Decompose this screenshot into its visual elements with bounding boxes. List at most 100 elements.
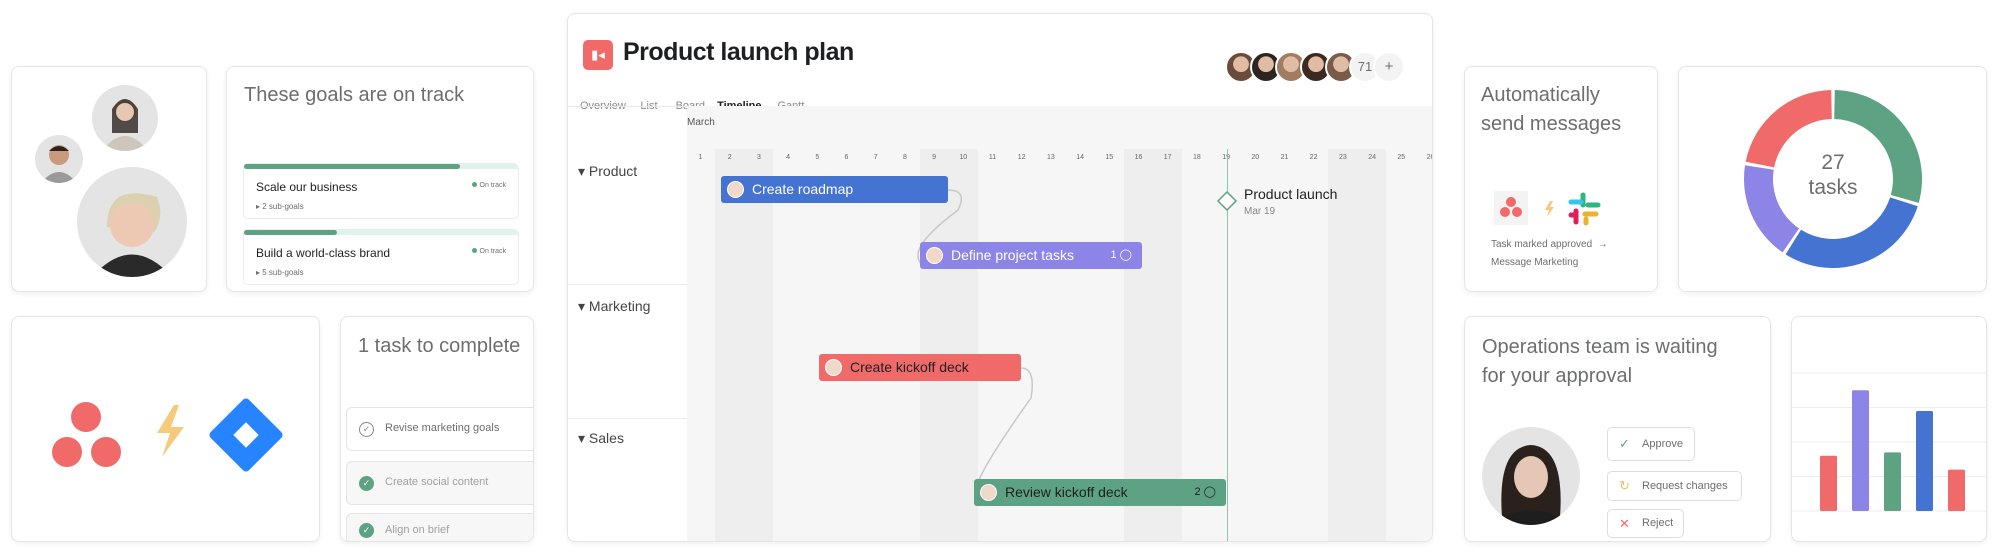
goal-progress [244,164,461,169]
assignee-avatar [980,484,997,501]
goal-name: Scale our business [256,180,358,194]
day-label: 23 [1338,154,1347,161]
donut-slice [1745,90,1832,168]
milestone-line [1227,149,1228,541]
day-label: 22 [1309,154,1318,161]
member-count[interactable]: 71 [1349,51,1381,83]
tasks-card: 1 task to complete ✓Revise marketing goa… [340,316,534,542]
person-photo [92,85,158,151]
milestone-date: Mar 19 [1244,206,1276,217]
group-product[interactable]: ▾ Product [578,163,638,179]
jira-logo-icon [209,398,283,472]
slack-logo-icon [1568,192,1601,226]
goal-item[interactable]: Scale our business On track ▸ 2 sub-goal… [243,163,519,219]
reject-button[interactable]: ✕Reject [1607,509,1684,538]
bar [1916,410,1933,511]
donut-slice [1834,90,1922,203]
check-icon: ✓ [1619,436,1630,451]
assignee-avatar [727,181,744,198]
checkmark-icon[interactable]: ✓ [359,422,374,437]
checkmark-icon[interactable]: ✓ [359,476,374,491]
day-label: 19 [1222,154,1230,161]
task-bar[interactable]: Create roadmap [721,176,948,203]
integration-card [11,316,320,542]
sub-goals-toggle[interactable]: ▸ 2 sub-goals [256,202,304,211]
donut-slice [1744,165,1800,253]
day-label: 3 [756,154,761,161]
goals-title: These goals are on track [244,84,465,106]
bar [1948,469,1965,511]
donut-chart [1744,90,1922,268]
month-label: March [687,117,715,128]
milestone-name[interactable]: Product launch [1244,186,1338,202]
comment-count: 2 ◯ [1194,486,1217,498]
day-label: 16 [1134,154,1143,161]
bar [1820,455,1837,511]
checkmark-icon[interactable]: ✓ [359,523,374,538]
weekend-column [1124,149,1182,541]
day-label: 17 [1163,154,1172,161]
task-bar[interactable]: Create kickoff deck [819,354,1021,381]
lightning-icon [157,405,184,457]
assignee-avatar [825,359,842,376]
status-badge: On track [471,182,506,189]
lightning-icon [1545,201,1554,217]
add-member-button[interactable]: + [1373,51,1405,83]
dependency-connectors [917,189,1238,495]
day-label: 7 [873,154,878,161]
page-title: Product launch plan [623,38,854,66]
bar-chart [1792,372,1986,512]
day-label: 8 [902,154,907,161]
assignee-avatar [926,247,943,264]
task-item[interactable]: ✓Create social content [346,461,533,505]
refresh-icon: ↻ [1619,478,1630,493]
bar-chart-card [1791,316,1987,542]
sub-goals-toggle[interactable]: ▸ 5 sub-goals [256,268,304,277]
request-changes-button[interactable]: ↻Request changes [1607,471,1742,501]
weekend-column [919,149,978,541]
goal-name: Build a world-class brand [256,246,391,260]
day-label: 26 [1426,154,1432,161]
day-label: 24 [1368,154,1376,161]
day-label: 18 [1192,154,1201,161]
goals-card: These goals are on track Scale our busin… [226,66,534,292]
arrow-right-icon: → [1594,239,1608,250]
comment-count: 1 ◯ [1110,249,1133,261]
asana-logo-icon [52,402,121,467]
task-item[interactable]: ✓Align on brief [346,513,533,541]
group-marketing[interactable]: ▾ Marketing [578,298,651,314]
day-label: 1 [698,154,703,161]
day-label: 2 [727,154,732,161]
requester-photo [1482,427,1580,525]
people-card [11,66,207,292]
approve-button[interactable]: ✓Approve [1607,427,1695,461]
project-icon: ▮◂ [583,40,613,70]
goal-progress [244,230,338,235]
day-label: 20 [1251,154,1260,161]
weekend-column [1328,149,1387,541]
group-sales[interactable]: ▾ Sales [578,430,624,446]
bar [1884,452,1901,511]
goal-item[interactable]: Build a world-class brand On track ▸ 5 s… [243,229,519,285]
weekend-column [715,149,774,541]
day-label: 12 [1017,154,1026,161]
day-label: 21 [1280,154,1289,161]
milestone-diamond-icon [1216,190,1238,212]
automation-rule: Task marked approved →Message Marketing [1491,239,1608,268]
day-label: 9 [932,154,937,161]
day-label: 14 [1076,154,1084,161]
task-item[interactable]: ✓Revise marketing goals [346,407,533,451]
day-label: 5 [815,154,820,161]
day-label: 10 [959,154,968,161]
day-label: 13 [1046,154,1055,161]
asana-logo-icon [1494,191,1528,225]
day-label: 25 [1397,154,1406,161]
